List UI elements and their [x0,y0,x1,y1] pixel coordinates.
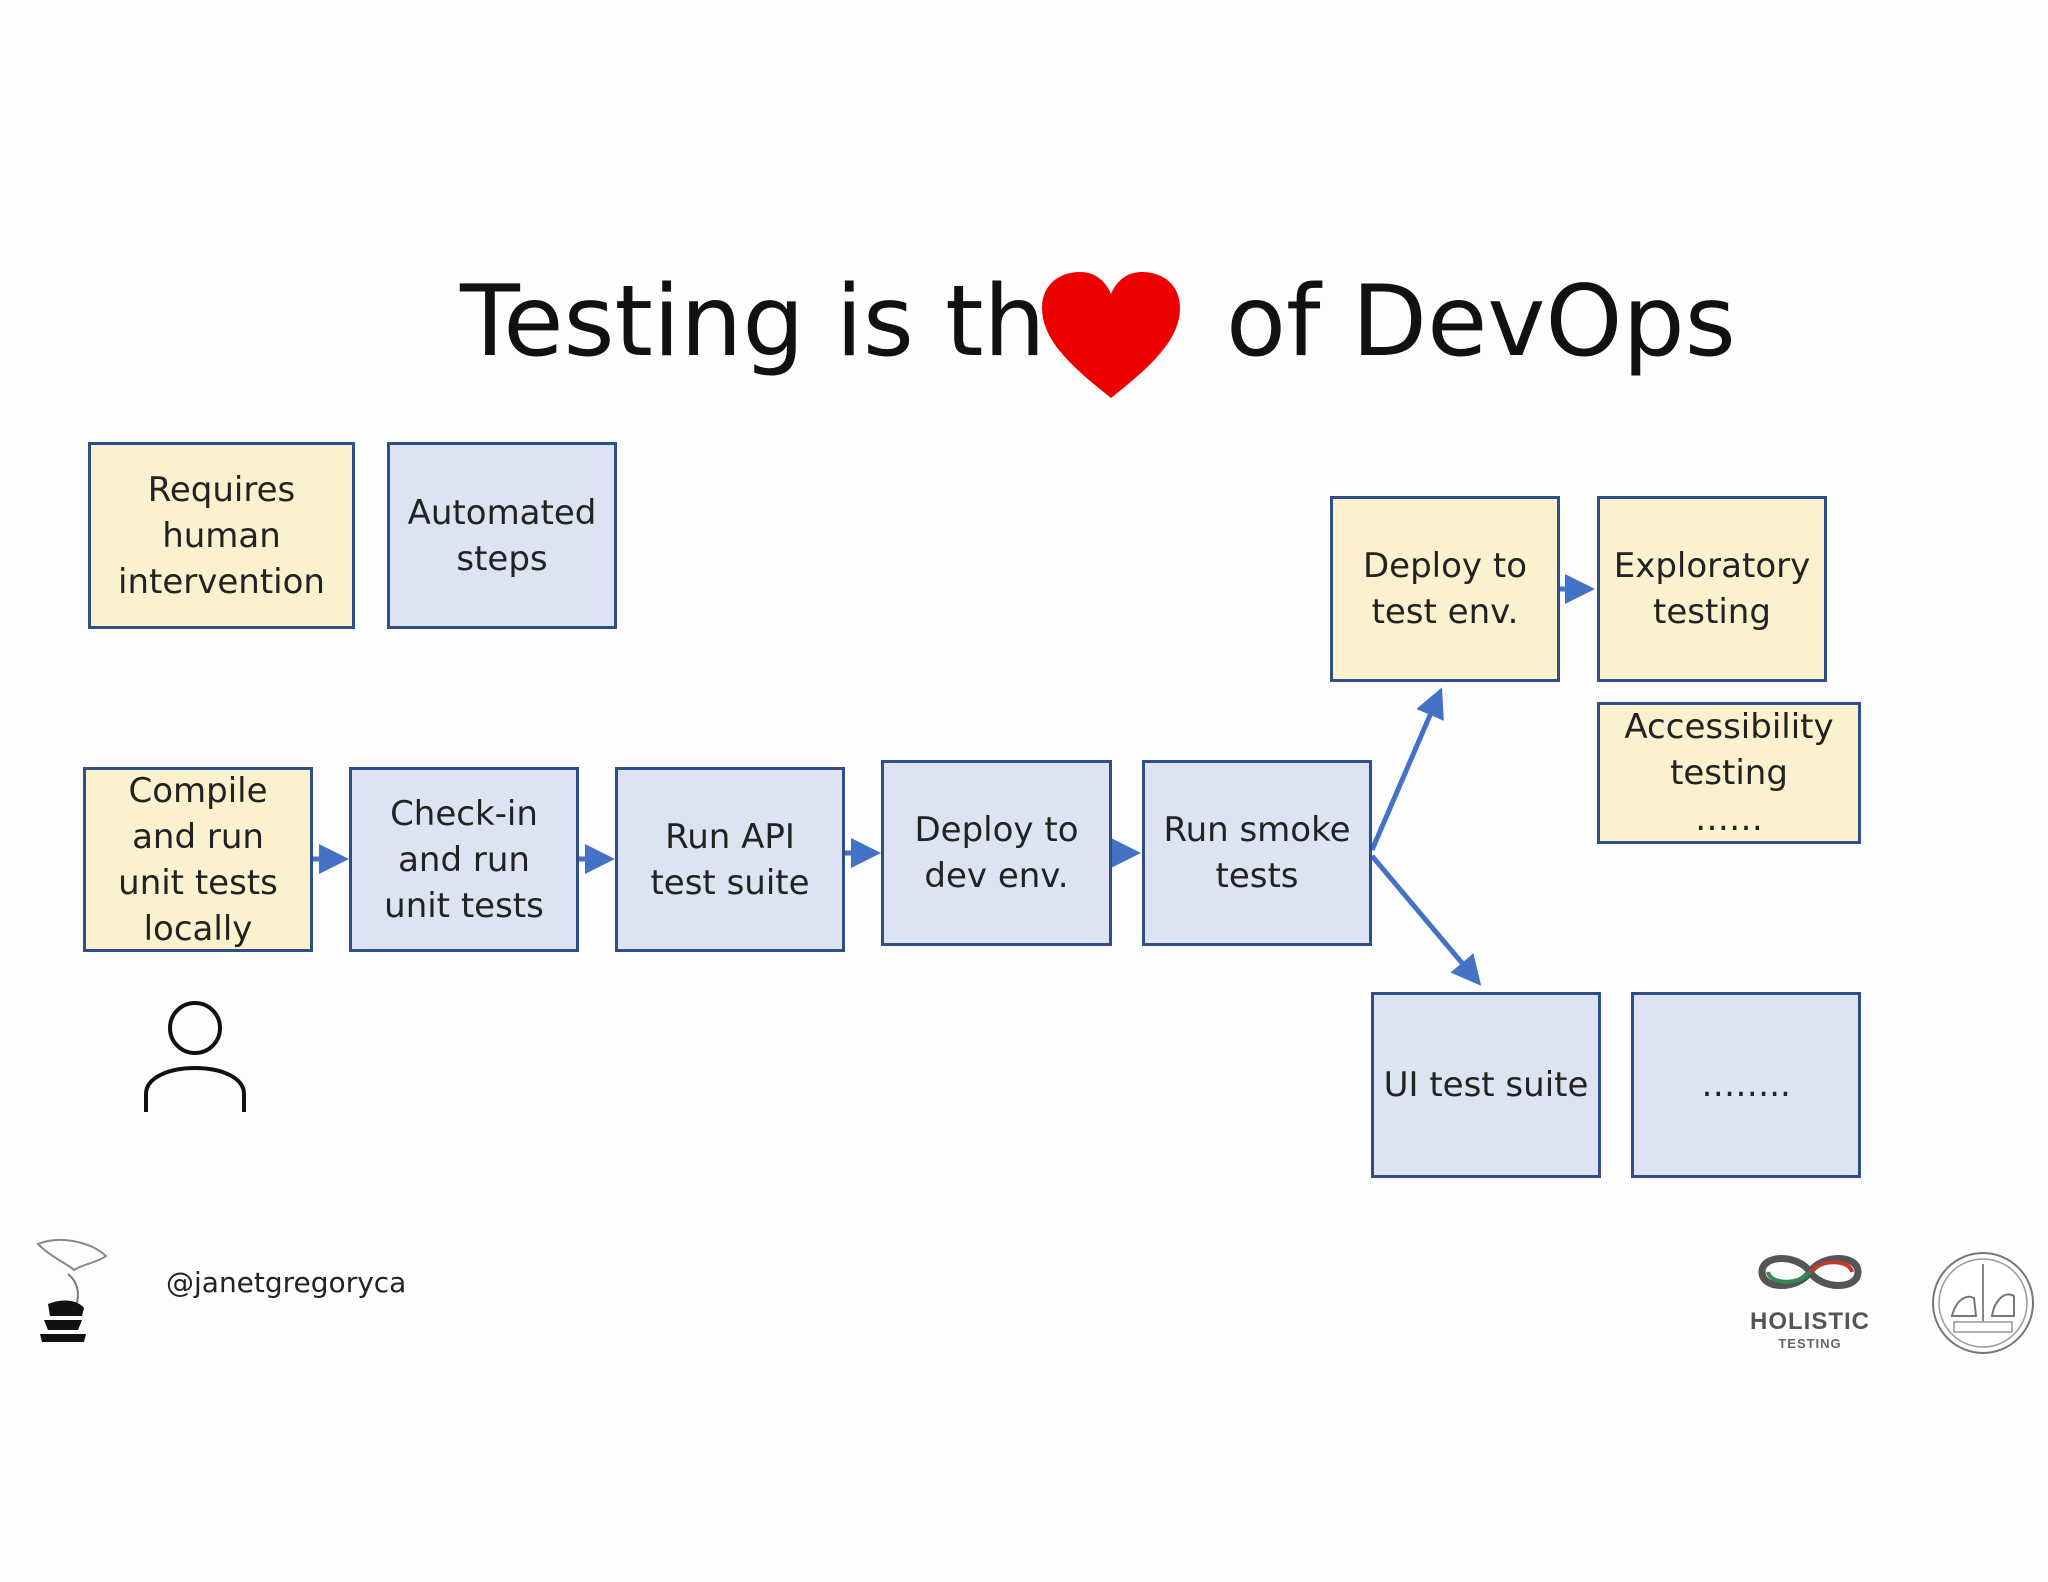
mascot-illustration [28,1234,118,1344]
agile-testing-fellowship-logo [1930,1250,2036,1356]
step-checkin-unit-tests: Check-in and run unit tests [349,767,579,952]
step-deploy-test: Deploy to test env. [1330,496,1560,682]
holistic-logo-subtext: TESTING [1742,1336,1878,1351]
step-compile-local: Compile and run unit tests locally [83,767,313,952]
twitter-handle: @janetgregoryca [166,1266,406,1299]
arrow-smoke-to-deploytest [1372,692,1440,850]
holistic-logo-text: HOLISTIC [1742,1308,1878,1336]
step-more-automated: …….. [1631,992,1861,1178]
arrow-smoke-to-uisuite [1372,856,1478,982]
step-run-smoke-tests: Run smoke tests [1142,760,1372,946]
step-deploy-dev: Deploy to dev env. [881,760,1112,946]
step-exploratory-testing: Exploratory testing [1597,496,1827,682]
step-run-api-suite: Run API test suite [615,767,845,952]
step-accessibility-testing: Accessibility testing …… [1597,702,1861,844]
step-ui-test-suite: UI test suite [1371,992,1601,1178]
person-icon [140,998,250,1114]
